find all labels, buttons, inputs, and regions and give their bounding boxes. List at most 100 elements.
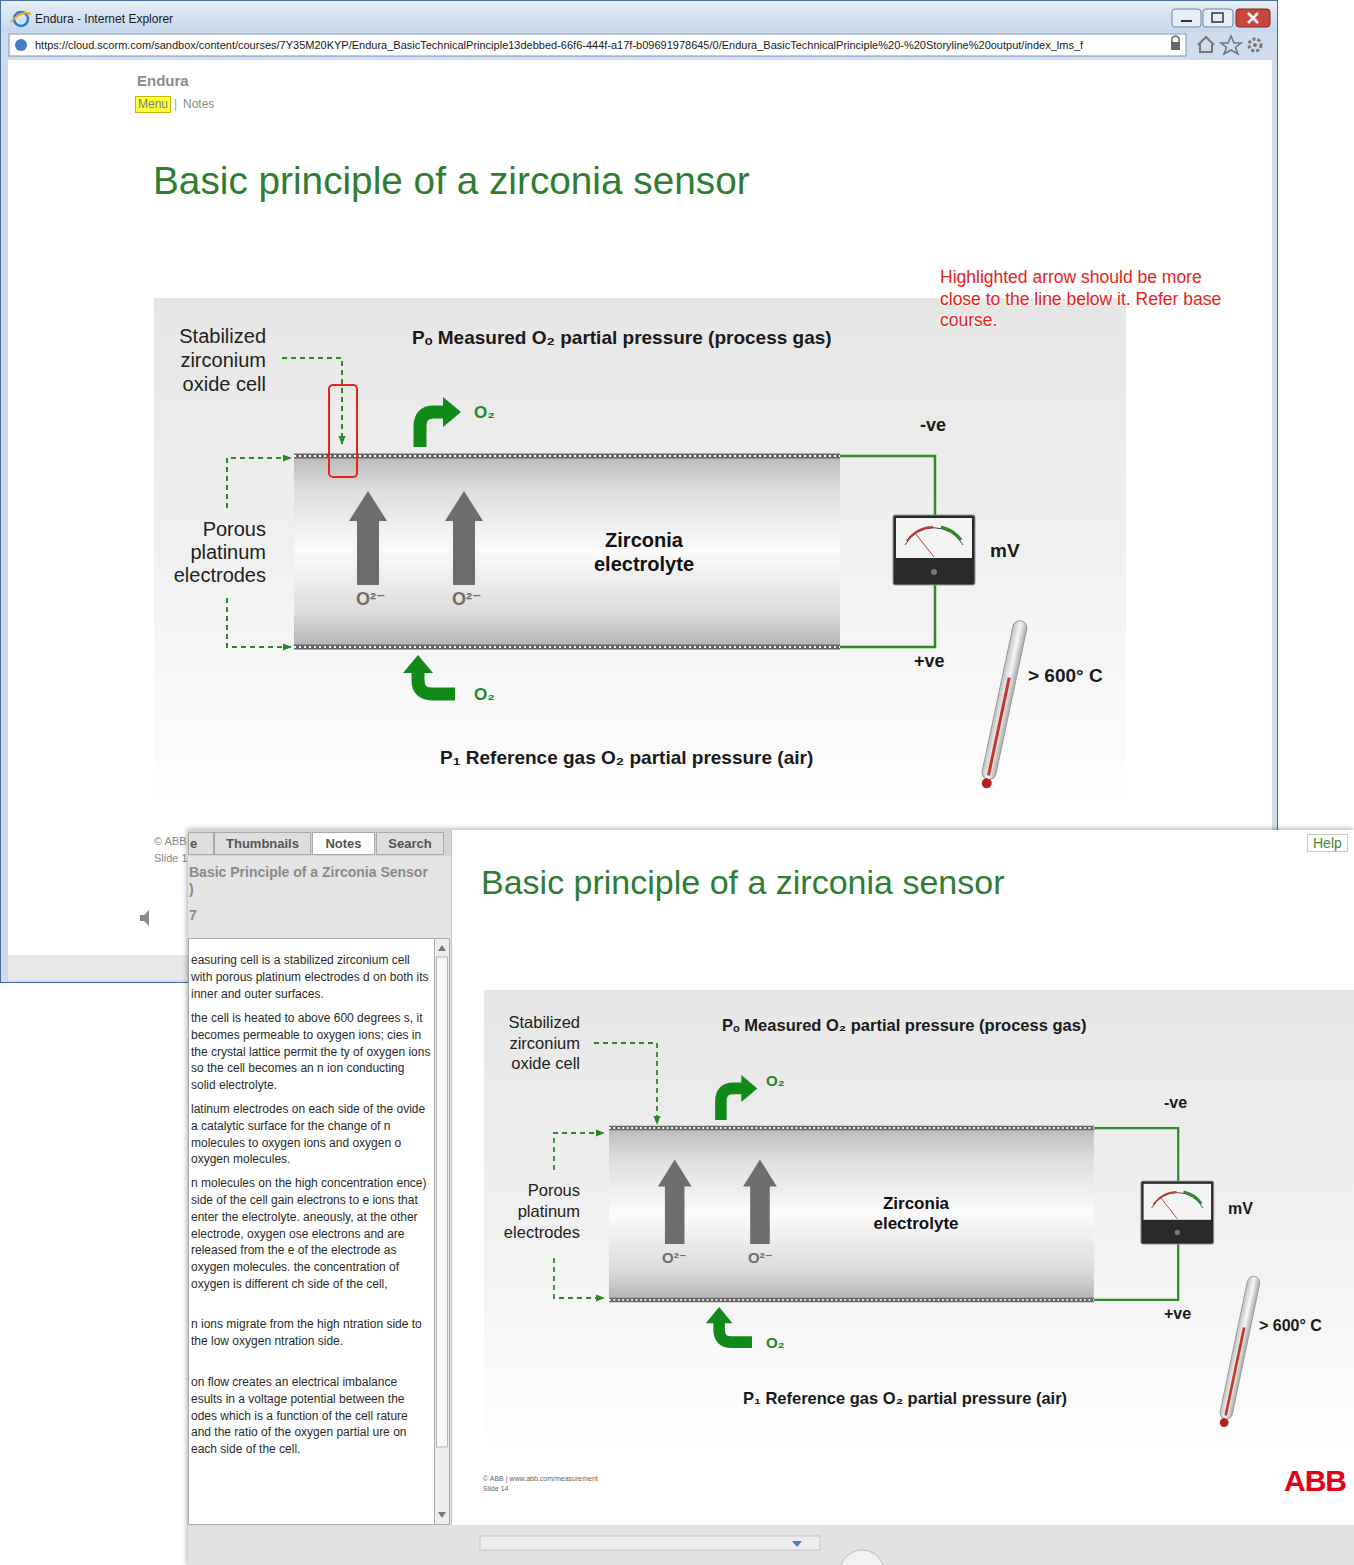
- restore-button: [1203, 9, 1233, 27]
- player-ground: [188, 830, 1354, 1565]
- favorites-icon: [1221, 36, 1241, 54]
- meter-case: [893, 515, 975, 585]
- ion-label: O²⁻: [662, 1249, 687, 1267]
- electrode-pores: [294, 646, 840, 648]
- box-text: Search: [388, 836, 431, 852]
- notes-paragraph: n molecules on the high concentration en…: [191, 1175, 431, 1293]
- ion-label: O²⁻: [452, 589, 482, 611]
- polarity-label: +ve: [1164, 1304, 1191, 1323]
- speaker-icon: [140, 910, 149, 926]
- scroll-thumb: [437, 957, 448, 1447]
- settings-icon: [1253, 43, 1257, 47]
- oxygen-label: O₂: [766, 1072, 784, 1090]
- panel-tab: Search: [376, 832, 444, 855]
- thermometer-bulb: [981, 777, 993, 789]
- lock-icon: [1171, 42, 1180, 50]
- process-gas-label: Pₒ Measured O₂ partial pressure (process…: [412, 327, 832, 350]
- leader-line: [594, 1043, 657, 1124]
- thermometer-tube: [981, 619, 1028, 780]
- meter-scale: [941, 527, 961, 540]
- polarity-label: +ve: [914, 651, 945, 673]
- electrolyte-body: [294, 456, 840, 647]
- meter-scale: [905, 528, 963, 545]
- cell-label: Stabilized zirconium oxide cell: [470, 1012, 580, 1074]
- cell-label: Stabilized zirconium oxide cell: [136, 324, 266, 396]
- url-text: https://cloud.scorm.com/sandbox/content/…: [35, 39, 1083, 52]
- sensor-illustration: [294, 397, 1028, 790]
- leader-line: [282, 358, 342, 444]
- panel-tab: Thumbnails: [214, 832, 311, 855]
- electrode-pores: [294, 455, 840, 457]
- oxygen-label: O₂: [474, 685, 495, 705]
- course-name: Endura: [137, 72, 189, 90]
- wire: [840, 585, 935, 647]
- notes-link: Notes: [183, 97, 214, 111]
- unit-label: mV: [1228, 1199, 1253, 1218]
- unit-label: mV: [990, 540, 1020, 563]
- panel-tab: e: [188, 832, 214, 855]
- polarity-label: -ve: [920, 415, 946, 437]
- electrolyte-body: Zirconia electrolyte: [294, 456, 840, 647]
- dropdown-arrow: [792, 1541, 802, 1547]
- help-button: Help: [1307, 834, 1348, 852]
- leader-line: [554, 1133, 604, 1170]
- temperature-label: > 600° C: [1028, 665, 1103, 688]
- play-button: [840, 1550, 884, 1565]
- title-bar: [1, 1, 1277, 32]
- window-title: Endura - Internet Explorer: [35, 12, 173, 26]
- meter-knob: [931, 569, 937, 575]
- box-text: Help: [1313, 835, 1342, 852]
- slide-count: 7: [189, 907, 197, 924]
- temperature-label: > 600° C: [1259, 1316, 1322, 1335]
- panel-heading: Basic Principle of a Zirconia Sensor: [189, 864, 428, 881]
- panel-divider: [451, 830, 452, 1525]
- reference-gas-label: P₁ Reference gas O₂ partial pressure (ai…: [743, 1389, 1067, 1409]
- box-text: Zirconia electrolyte: [579, 528, 709, 576]
- settings-icon: [1249, 39, 1261, 51]
- electrode: [294, 645, 840, 650]
- electrolyte-body: Zirconia electrolyte: [609, 1128, 1094, 1300]
- ion-arrow: [349, 491, 387, 585]
- slide-title: Basic principle of a zirconia sensor: [153, 158, 750, 205]
- notes-box: [189, 939, 435, 1525]
- diagram-ground: [484, 990, 1354, 1462]
- electrode-label: Porous platinum electrodes: [136, 518, 266, 587]
- reference-gas-label: P₁ Reference gas O₂ partial pressure (ai…: [440, 747, 813, 770]
- seek-bar: [480, 1536, 820, 1550]
- wire: [840, 456, 935, 515]
- menu-button: Menu: [135, 96, 171, 113]
- copyright: © ABB: [154, 835, 187, 848]
- oxygen-arrow-head: [403, 655, 433, 673]
- polarity-label: -ve: [1164, 1093, 1187, 1112]
- oxygen-arrow: [420, 412, 444, 447]
- notes-paragraph: n ions migrate from the high ntration si…: [191, 1316, 431, 1350]
- notes-paragraph: easuring cell is a stabilized zirconium …: [191, 952, 431, 1002]
- slide-number: Slide 14: [483, 1485, 508, 1493]
- process-gas-label: Pₒ Measured O₂ partial pressure (process…: [722, 1016, 1086, 1036]
- box-text: Notes: [325, 836, 361, 852]
- notes-paragraph: latinum electrodes on each side of the o…: [191, 1101, 431, 1168]
- sensor-illustration: [609, 1075, 1261, 1428]
- notes-paragraph: the cell is heated to above 600 degrees …: [191, 1010, 431, 1094]
- ion-arrow: [445, 491, 483, 585]
- notes-paragraph: on flow creates an electrical imbalance …: [191, 1374, 431, 1458]
- panel-tab: Notes: [312, 832, 375, 855]
- millivolt-meter: [893, 515, 975, 585]
- panel-heading: ): [189, 881, 194, 898]
- oxygen-label: O₂: [474, 403, 495, 423]
- address-bar: [9, 34, 1186, 56]
- diagram-ground: [154, 298, 1126, 818]
- tab-bar: [188, 830, 451, 856]
- review-comment: Highlighted arrow should be more close t…: [940, 267, 1240, 332]
- electrode-label: Porous platinum electrodes: [470, 1180, 580, 1243]
- browser-icon: [11, 13, 31, 22]
- scroll-arrow: [438, 1512, 446, 1518]
- player-window: Basic Principle of a Zirconia Sensor) 7 ea…: [188, 830, 1354, 1565]
- slide-title: Basic principle of a zirconia sensor: [481, 862, 1004, 903]
- electrode: [294, 454, 840, 459]
- box-text: e: [190, 836, 197, 852]
- home-icon: [1198, 37, 1214, 52]
- restore-glyph: [1212, 13, 1223, 22]
- scrollbar: [435, 939, 450, 1525]
